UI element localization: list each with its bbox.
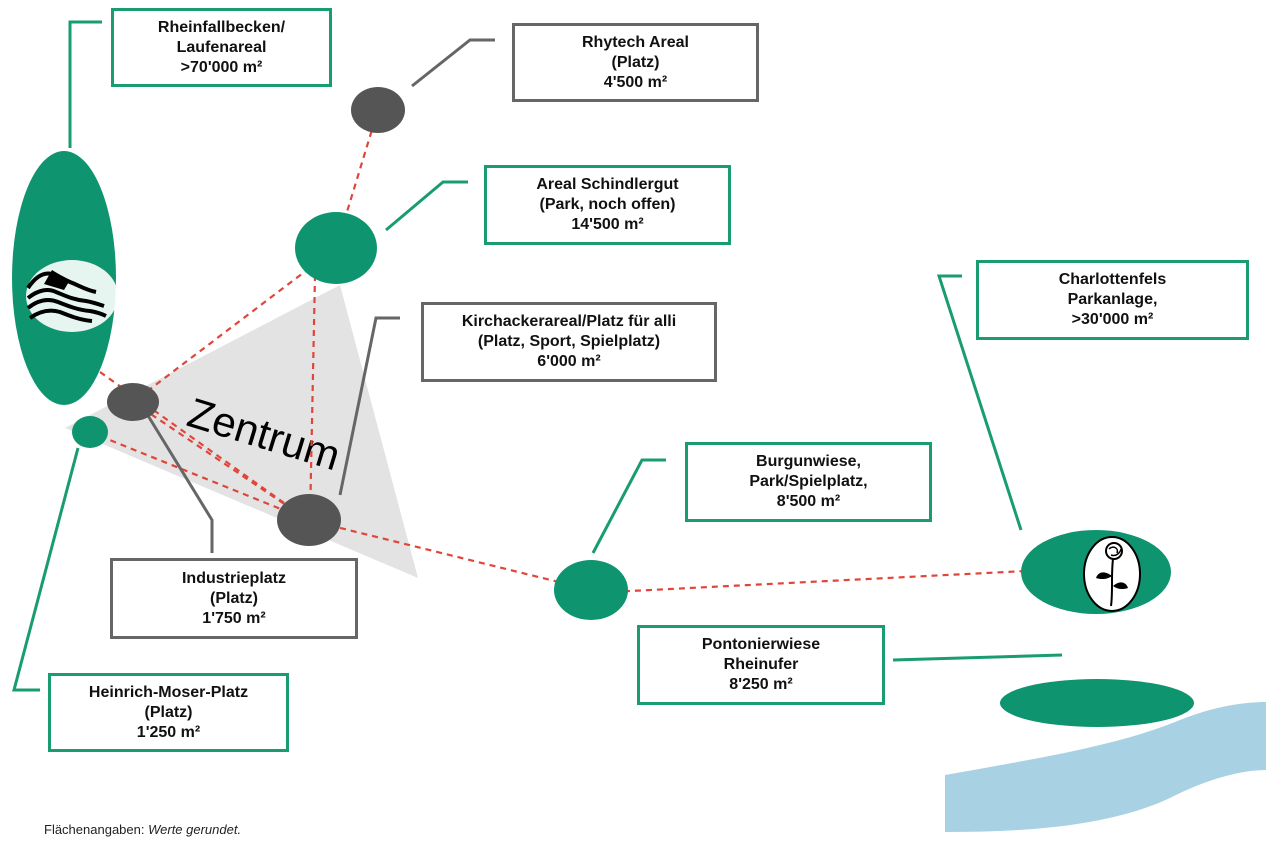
link-burgunwiese-charlottenfels [590,566,1086,595]
link-schindlergut-industrie [132,247,337,403]
label-charlottenfels: Charlottenfels Parkanlage, >30'000 m² [976,260,1249,340]
link-schindlergut-kirchacker [308,274,317,521]
label-schindlergut: Areal Schindlergut (Park, noch offen) 14… [484,165,731,245]
green-leaders [12,20,1063,692]
footer-emphasis: Werte gerundet. [148,822,242,837]
label-area: 6'000 m² [537,353,601,370]
label-line: Parkanlage, [1067,291,1158,308]
label-line: Kirchackerareal/Platz für alli [461,313,677,330]
leader-heinrich-moser [12,447,80,692]
label-area: 4'500 m² [603,73,668,91]
leader-burgunwiese [591,458,666,554]
label-area: 1'750 m² [202,609,266,627]
label-burgunwiese: Burgunwiese, Park/Spielplatz, 8'500 m² [685,442,932,522]
label-area: >70'000 m² [180,58,263,76]
footer-note: Flächenangaben: Werte gerundet. [44,822,241,837]
river [945,702,1266,832]
park-node-heinrich-moser [72,416,108,448]
label-line: (Platz) [144,703,193,721]
leader-rheinfallbecken [68,20,102,148]
platz-node-industrieplatz [107,383,159,421]
label-line: Heinrich-Moser-Platz [88,683,249,701]
label-line: Charlottenfels [1058,271,1167,288]
park-node-pontonierwiese [1000,679,1194,727]
network-links [89,109,1086,595]
label-line: (Platz) [611,53,660,71]
link-kirchacker-burgunwiese [307,518,592,592]
label-line: Laufenareal [176,38,267,56]
leader-charlottenfels [936,274,1023,531]
label-area: 1'250 m² [136,723,201,741]
platz-node-kirchacker [277,494,341,546]
waterfall-icon [26,260,118,332]
grey-leaders [145,38,495,553]
park-node-burgunwiese [554,560,628,620]
label-rhytech: Rhytech Areal (Platz) 4'500 m² [512,23,759,102]
leader-industrieplatz [145,413,214,553]
leader-rhytech [411,38,495,88]
park-node-schindlergut [295,212,377,284]
leader-schindlergut [385,180,468,232]
label-line: Burgunwiese, [756,453,861,470]
label-line: Areal Schindlergut [536,176,679,193]
label-pontonierwiese: Pontonierwiese Rheinufer 8'250 m² [637,625,885,705]
label-line: (Platz) [210,589,258,607]
label-area: 8'250 m² [729,676,793,693]
label-line: Industrieplatz [181,569,286,587]
label-line: Rhytech Areal [582,33,689,51]
label-kirchacker: Kirchackerareal/Platz für alli (Platz, S… [421,302,717,382]
label-area: 8'500 m² [776,493,841,510]
leader-kirchacker [338,316,400,496]
link-industrie-kirchacker [132,401,309,521]
footer-prefix: Flächenangaben: [44,822,149,837]
label-line: (Park, noch offen) [539,196,676,213]
platz-node-rhytech [351,87,405,133]
label-area: 14'500 m² [571,216,644,233]
link-rhytech-schindlergut [334,109,380,249]
label-line: Rheinfallbecken/ [157,18,286,36]
leader-pontonierwiese [892,653,1063,662]
label-line: (Platz, Sport, Spielplatz) [477,333,661,350]
label-line: Rheinufer [723,656,799,673]
label-line: Pontonierwiese [701,636,821,653]
label-rheinfallbecken: Rheinfallbecken/ Laufenareal >70'000 m² [111,8,332,87]
label-area: >30'000 m² [1071,311,1154,328]
label-heinrich-moser: Heinrich-Moser-Platz (Platz) 1'250 m² [48,673,289,752]
label-line: Park/Spielplatz, [749,473,868,490]
label-industrieplatz: Industrieplatz (Platz) 1'750 m² [110,558,358,639]
rose-icon [1083,536,1141,612]
